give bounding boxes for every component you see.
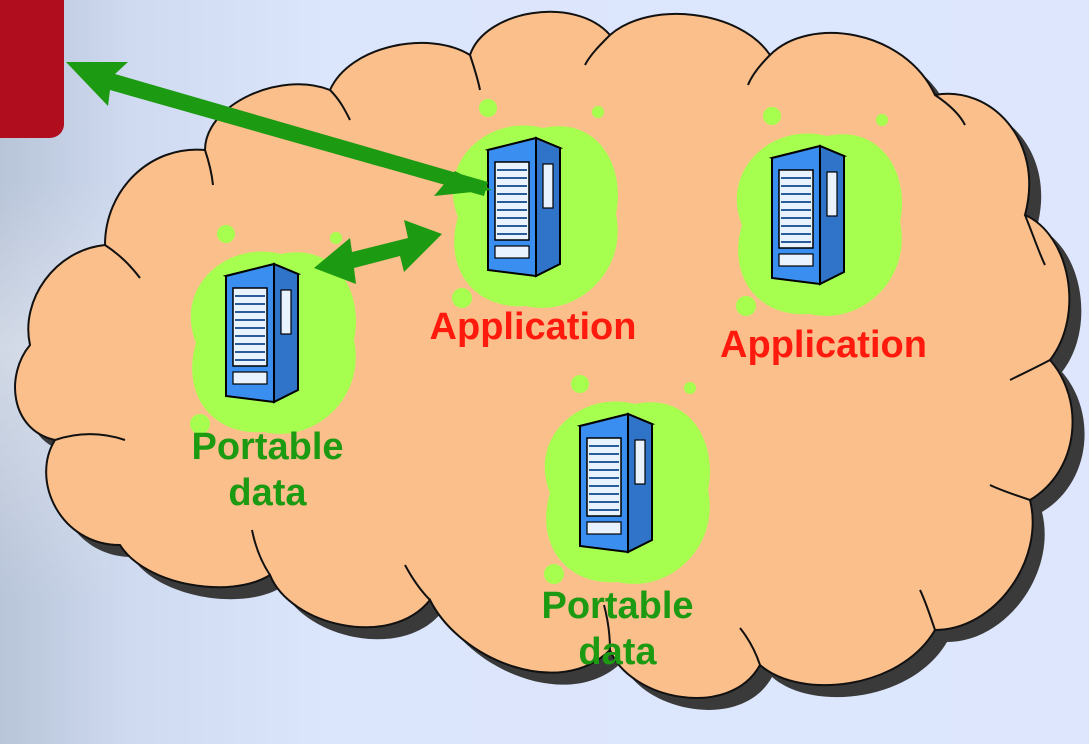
label-line: data [228,472,307,514]
arrow-data-to-app [314,220,442,284]
node-label-application-right: Application [686,322,961,368]
label-line: Application [429,306,637,348]
node-label-portable-data-bottom: Portable data [510,583,725,675]
label-line: Portable [541,585,694,627]
corner-tab [0,0,64,138]
label-line: data [578,631,657,673]
label-line: Application [720,324,927,366]
node-label-portable-data-left: Portable data [160,424,375,516]
cloud-lobe-lines [54,34,1051,666]
arrow-corner-to-app [66,62,492,196]
label-line: Portable [191,426,344,468]
node-label-application-main: Application [398,304,668,350]
